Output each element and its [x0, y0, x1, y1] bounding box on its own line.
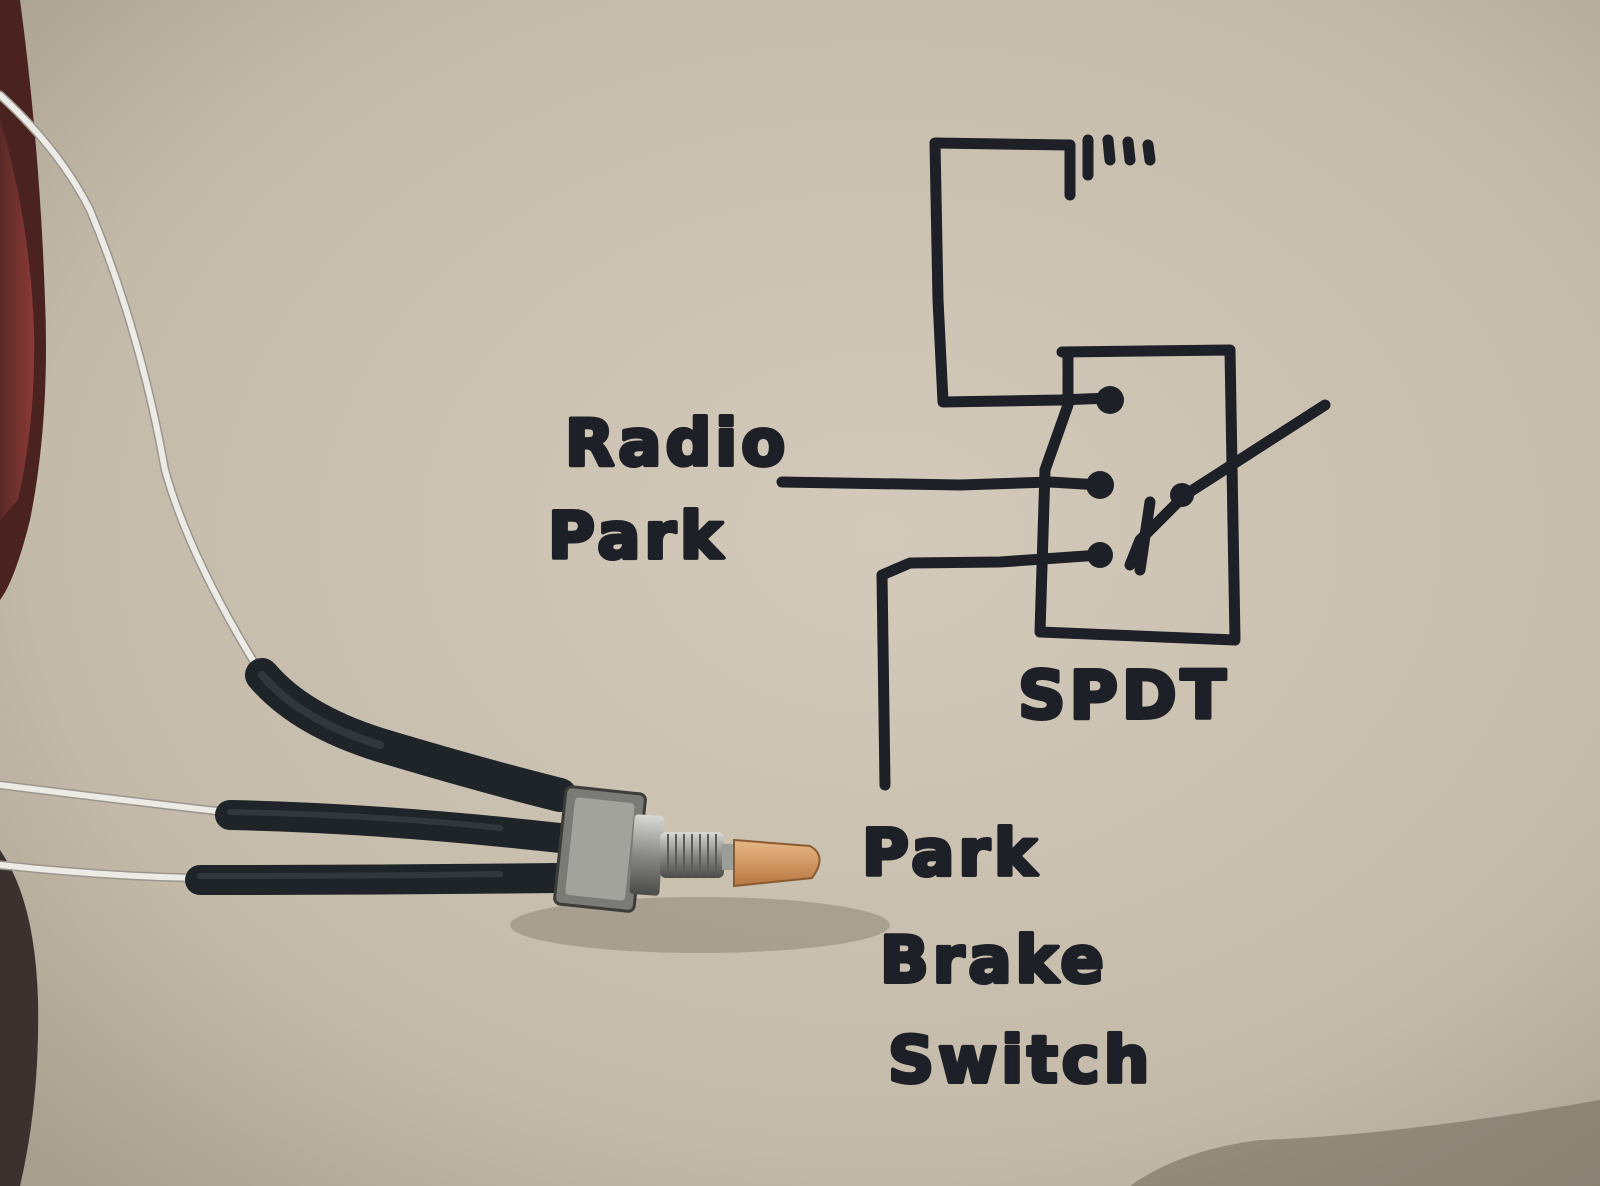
radio-park-wire [776, 476, 1106, 491]
label-brake: Brake [880, 924, 1108, 998]
heat-shrink-sleeves [185, 658, 577, 895]
label-park: Park [862, 817, 1041, 891]
toggle-switch-icon [553, 785, 821, 913]
switch-shadow [510, 897, 890, 953]
corner-shadow [1130, 1100, 1600, 1186]
label-spdt: SPDT [1018, 657, 1230, 734]
white-wires [0, 90, 270, 883]
circuit-drawing: Radio Park SPDT Park Brake Switch [546, 134, 1331, 1100]
ground-symbol-icon [1064, 134, 1156, 201]
spdt-box [1034, 344, 1241, 646]
label-radio: Radio [565, 407, 789, 481]
label-radio-park: Park [548, 500, 727, 574]
park-brake-wire [876, 549, 1106, 791]
terminal-top [1096, 386, 1124, 414]
left-edge-object [0, 0, 46, 1186]
toggle-lever-tip [733, 838, 821, 888]
switch-lever [1124, 399, 1331, 571]
label-switch: Switch [888, 1024, 1153, 1098]
